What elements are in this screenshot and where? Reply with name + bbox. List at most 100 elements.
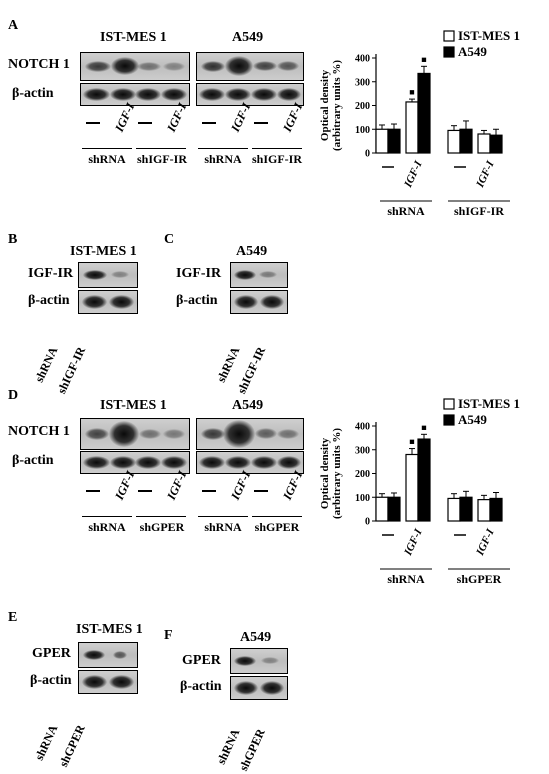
bar (459, 128, 473, 154)
legend-swatch (443, 46, 455, 58)
bar (477, 499, 491, 522)
bar (405, 101, 419, 154)
blot-f-gper (230, 648, 288, 674)
panel-a-title-istmes: IST-MES 1 (100, 30, 167, 45)
y-axis-label: (arbitrary units %) (331, 428, 343, 519)
panel-label-e: E (8, 610, 18, 625)
legend-label: A549 (458, 412, 487, 427)
panel-b-row-igfir: IGF-IR (28, 266, 74, 281)
y-tick-label: 100 (355, 493, 370, 504)
panel-e-row-actin: β-actin (30, 673, 72, 688)
panel-a-lane-dash-4 (254, 122, 268, 124)
bar (387, 496, 401, 522)
panel-d-title-istmes: IST-MES 1 (100, 398, 167, 413)
panel-a-group-line-1 (82, 148, 132, 149)
panel-c-row-igfir: IGF-IR (176, 266, 222, 281)
panel-a-lane-dash-3 (202, 122, 216, 124)
x-tick-label: IGF-I (402, 527, 425, 559)
panel-a-row-actin: β-actin (12, 86, 54, 101)
legend-label: A549 (458, 44, 487, 59)
bar (477, 133, 491, 154)
bar (447, 129, 461, 154)
bar (417, 438, 431, 522)
panel-d-group-line-3 (198, 516, 248, 517)
y-axis-label: Optical density (319, 69, 331, 141)
panel-a-group-line-4 (252, 148, 302, 149)
significance-marker: ■ (421, 422, 426, 432)
x-tick-label: IGF-I (402, 159, 425, 191)
y-tick-label: 300 (355, 445, 370, 456)
panel-d-group-1: shRNA (88, 520, 126, 534)
legend-swatch (443, 398, 455, 410)
bar (387, 128, 401, 154)
panel-d-lane-dash-2 (138, 490, 152, 492)
x-tick-label: IGF-I (474, 527, 497, 559)
panel-d-group-2: shGPER (139, 520, 185, 534)
legend-swatch (443, 414, 455, 426)
group-label: shRNA (387, 572, 425, 586)
blot-d-a549-notch1 (196, 418, 304, 450)
blot-a-a549-notch1 (196, 52, 304, 81)
panel-e-lane-2: shGPER (56, 722, 89, 770)
y-tick-label: 0 (365, 149, 370, 160)
bar (375, 496, 389, 522)
panel-d-group-line-2 (136, 516, 186, 517)
panel-label-f: F (164, 628, 173, 643)
blot-b-actin (78, 290, 138, 314)
panel-a-group-3: shRNA (204, 152, 242, 166)
blot-e-actin (78, 670, 138, 694)
panel-f-title: A549 (240, 630, 272, 645)
y-tick-label: 400 (355, 422, 370, 433)
y-tick-label: 300 (355, 77, 370, 88)
panel-a-group-line-3 (198, 148, 248, 149)
bar (489, 134, 503, 154)
panel-d-group-3: shRNA (204, 520, 242, 534)
group-label: shGPER (457, 572, 502, 586)
blot-d-istmes-actin (80, 451, 190, 474)
group-label: shRNA (387, 204, 425, 218)
chart-d: Optical density(arbitrary units %) 0 100 20… (319, 396, 520, 586)
panel-b-lane-1: shRNA (31, 344, 61, 385)
blot-a-istmes-notch1 (80, 52, 190, 81)
panel-c-title: A549 (236, 244, 268, 259)
panel-c-row-actin: β-actin (176, 293, 218, 308)
blot-e-gper (78, 642, 138, 668)
chart-a: Optical density(arbitrary units %)010020… (319, 28, 520, 218)
y-tick-label: 0 (365, 517, 370, 528)
blot-f-actin (230, 676, 288, 700)
panel-b-row-actin: β-actin (28, 293, 70, 308)
panel-d-group-line-4 (252, 516, 302, 517)
panel-e-lane-1: shRNA (31, 722, 61, 763)
y-tick-label: 400 (355, 54, 370, 65)
panel-a-lane-dash-2 (138, 122, 152, 124)
y-tick-label: 100 (355, 125, 370, 136)
panel-a-lane-dash-1 (86, 122, 100, 124)
panel-label-c: C (164, 232, 175, 247)
panel-a-group-line-2 (136, 148, 186, 149)
bar (489, 497, 503, 522)
panel-b-title: IST-MES 1 (70, 244, 137, 259)
panel-a-group-1: shRNA (88, 152, 126, 166)
blot-b-igfir (78, 262, 138, 288)
panel-label-d: D (8, 388, 19, 403)
y-tick-label: 200 (355, 101, 370, 112)
blot-a-a549-actin (196, 83, 304, 106)
panel-a-group-4: shIGF-IR (251, 152, 302, 166)
y-tick-label: 200 (355, 469, 370, 480)
panel-a-row-notch1: NOTCH 1 (8, 57, 70, 72)
significance-marker: ■ (409, 437, 414, 447)
panel-a-group-2: shIGF-IR (136, 152, 187, 166)
panel-d-group-line-1 (82, 516, 132, 517)
panel-d-lane-dash-4 (254, 490, 268, 492)
panel-label-a: A (8, 18, 19, 33)
bar (447, 497, 461, 522)
significance-marker: ■ (409, 87, 414, 97)
blot-d-a549-actin (196, 451, 304, 474)
bar (405, 453, 419, 522)
blot-c-actin (230, 290, 288, 314)
panel-d-row-actin: β-actin (12, 453, 54, 468)
y-axis-label: Optical density (319, 437, 331, 509)
panel-label-b: B (8, 232, 18, 247)
legend-swatch (443, 30, 455, 42)
bar (375, 128, 389, 154)
